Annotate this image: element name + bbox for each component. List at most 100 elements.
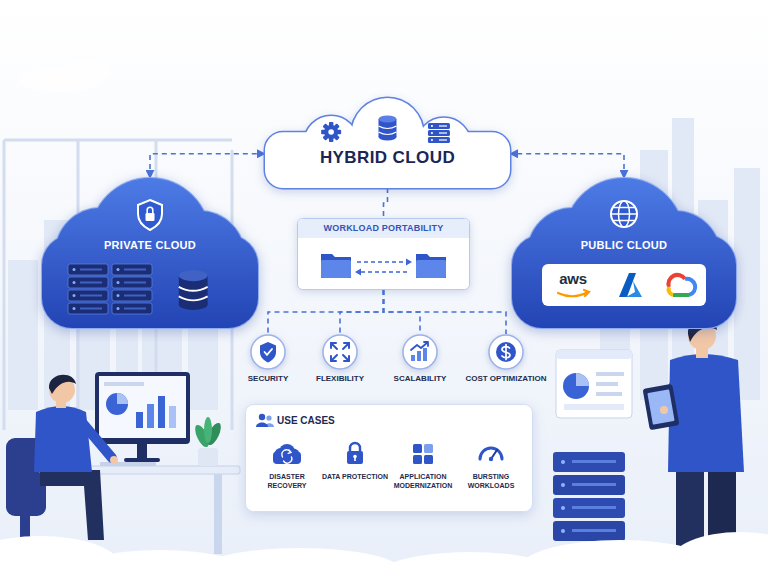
graphic-rect <box>347 451 363 464</box>
graphic-rect <box>112 264 152 275</box>
graphic-g <box>428 123 450 143</box>
node-shape <box>253 440 321 502</box>
graphic-path <box>147 207 153 213</box>
graphic-rect <box>572 506 616 509</box>
graphic-g <box>413 444 433 464</box>
foreground-clouds <box>0 532 768 576</box>
node-shape <box>321 440 389 502</box>
node-label: FLEXIBILITY <box>292 374 388 384</box>
dashed-connector <box>384 188 388 218</box>
graphic-path <box>40 470 104 540</box>
node-shape <box>292 334 388 396</box>
graphic-circle <box>431 132 433 134</box>
graphic-g <box>619 273 642 297</box>
graphic-rect <box>124 282 146 284</box>
graphic-rect <box>564 404 624 410</box>
cloud-node: PUBLIC CLOUDaws <box>512 178 736 328</box>
sky-clouds <box>20 24 746 92</box>
graphic-rect <box>413 444 422 453</box>
graphic-circle <box>489 457 493 461</box>
graphic-g <box>496 342 516 362</box>
cloud-node: PRIVATE CLOUD <box>42 178 258 328</box>
benefit-circle: SECURITY <box>220 334 316 396</box>
graphic-rect <box>596 372 624 376</box>
graphic-path <box>669 287 673 295</box>
node-shape <box>389 440 457 502</box>
graphic-rect <box>169 406 176 428</box>
graphic-circle <box>251 335 285 369</box>
graphic-rect <box>439 139 447 140</box>
graphic-circle <box>660 406 668 414</box>
node-label: BURSTING WORKLOADS <box>457 472 525 490</box>
graphic-circle <box>403 335 437 369</box>
graphic-rect <box>439 132 447 133</box>
graphic-path <box>179 287 208 301</box>
graphic-rect <box>428 130 450 136</box>
graphic-path <box>49 375 76 394</box>
use-case-item: APPLICATION MODERNIZATION <box>389 440 457 502</box>
graphic-path <box>321 254 351 278</box>
graphic-rect <box>428 123 450 129</box>
use-case-item: DISASTER RECOVERY <box>253 440 321 502</box>
graphic-g <box>379 116 397 141</box>
node-label: DISASTER RECOVERY <box>253 472 321 490</box>
graphic-rect <box>214 474 222 554</box>
graphic-ellipse <box>204 417 212 443</box>
node-label: PUBLIC CLOUD <box>512 238 736 252</box>
graphic-rect <box>124 458 160 462</box>
node-shape <box>42 178 258 328</box>
graphic-rect <box>100 462 156 466</box>
node-shape <box>512 178 736 328</box>
dashed-connector <box>510 154 624 178</box>
graphic-path <box>668 275 685 287</box>
graphic-rect <box>104 382 144 386</box>
graphic-circle <box>117 294 120 297</box>
graphic-circle <box>323 335 357 369</box>
graphic-g <box>331 343 349 361</box>
graphic-rect <box>99 376 186 438</box>
benefit-circle: SCALABILITY <box>372 334 468 396</box>
graphic-rect <box>80 269 102 271</box>
graphic-circle <box>106 393 128 415</box>
graphic-circle <box>73 307 76 310</box>
graphic-g <box>256 414 274 427</box>
graphic-circle <box>266 415 271 420</box>
graphic-rect <box>80 282 102 284</box>
node-label: WORKLOAD PORTABILITY <box>298 219 469 238</box>
graphic-path <box>673 293 689 297</box>
graphic-path <box>117 393 128 404</box>
graphic-rect <box>124 295 146 297</box>
graphic-ellipse <box>179 270 208 281</box>
graphic-circle <box>431 139 433 141</box>
dashed-connector <box>384 290 507 334</box>
graphic-g <box>347 443 363 464</box>
graphic-circle <box>563 373 589 399</box>
graphic-rect <box>411 355 415 361</box>
dashed-connector <box>384 290 421 334</box>
node-shape <box>265 98 510 188</box>
graphic-path <box>34 406 92 472</box>
graphic-rect <box>553 521 625 541</box>
graphic-rect <box>112 303 152 314</box>
graphic-rect <box>556 350 632 418</box>
graphic-g <box>321 122 341 142</box>
benefit-circle: FLEXIBILITY <box>292 334 388 396</box>
graphic-path <box>558 290 589 296</box>
graphic-path <box>361 271 410 272</box>
graphic-path <box>611 208 637 221</box>
graphic-circle <box>73 281 76 284</box>
graphic-rect <box>647 389 674 424</box>
graphic-path <box>265 349 273 355</box>
graphic-g <box>480 448 502 461</box>
graphic-g <box>561 460 565 533</box>
graphic-g <box>668 275 695 295</box>
graphic-circle <box>324 125 338 139</box>
graphic-circle <box>431 125 433 127</box>
graphic-rect <box>246 405 533 512</box>
graphic-rect <box>416 260 446 278</box>
graphic-rect <box>198 448 218 466</box>
graphic-path <box>685 279 695 295</box>
graphic-path <box>379 126 397 135</box>
city-skyline <box>8 118 760 410</box>
